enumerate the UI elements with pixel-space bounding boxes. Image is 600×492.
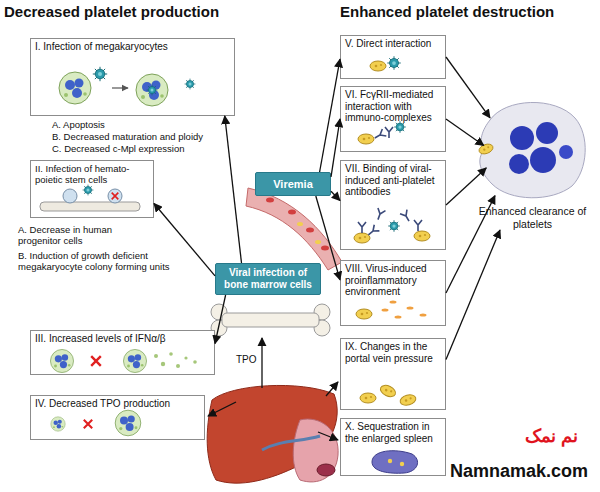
arrow-connector	[320, 59, 340, 172]
mechanism-box: VI. FcγRII-mediated interaction with imm…	[340, 86, 446, 152]
source-box: Viremia	[255, 172, 331, 196]
mechanism-box: IV. Decreased TPO production	[30, 395, 205, 440]
arrow-connector	[446, 168, 486, 205]
section-heading: Enhanced platelet destruction	[340, 3, 600, 21]
arrow-connector	[331, 119, 340, 177]
hormone-label: TPO	[236, 354, 266, 366]
liver	[207, 385, 338, 483]
node-text: V. Direct interaction	[345, 38, 441, 50]
watermark: Namnamak.com	[450, 461, 600, 483]
node-text: III. Increased levels of IFNα/β	[35, 333, 210, 345]
mechanism-box: I. Infection of megakaryocytes	[30, 38, 235, 116]
mechanism-box: X. Sequestration in the enlarged spleen	[340, 418, 446, 476]
arrow-connector	[446, 57, 490, 118]
sub-item: A. Apoptosis	[52, 119, 227, 130]
arrow-connector	[446, 196, 495, 293]
node-text: Viral infection of bone marrow cells	[219, 267, 317, 290]
spleen	[372, 451, 418, 474]
arrow-connector	[446, 119, 484, 146]
tpo-arrows	[208, 338, 338, 440]
arrow-connector	[331, 191, 340, 200]
macrophage	[478, 102, 586, 197]
node-text: I. Infection of megakaryocytes	[35, 41, 230, 53]
section-heading: Decreased platelet production	[4, 3, 304, 21]
sub-item: C. Decreased c-Mpl expression	[52, 143, 227, 154]
tpo-illustration	[51, 410, 141, 436]
source-box: Viral infection of bone marrow cells	[215, 263, 321, 295]
node-text: IX. Changes in the portal vein pressure	[345, 341, 441, 364]
megakaryocyte-infection	[59, 67, 195, 106]
stem-cell-infection	[40, 185, 140, 211]
arrow-connector	[225, 116, 242, 263]
mechanism-box: VII. Binding of viral-induced anti-plate…	[340, 160, 446, 250]
immuno-complex	[358, 121, 406, 144]
node-text: Viremia	[273, 178, 313, 191]
arrow-connector	[446, 230, 500, 360]
node-text: Enhanced clearance of platelets	[474, 205, 591, 230]
direct-interaction	[370, 56, 401, 71]
arrow-connector	[316, 196, 340, 280]
node-text: VI. FcγRII-mediated interaction with imm…	[345, 89, 441, 124]
macrophage-node: Enhanced clearance of platelets	[470, 98, 595, 230]
arrow-connector	[215, 295, 226, 344]
mechanism-box: III. Increased levels of IFNα/β	[30, 330, 215, 375]
node-text: IV. Decreased TPO production	[35, 398, 200, 410]
antiplatelet-antibodies	[354, 208, 430, 243]
bone	[211, 304, 330, 336]
node-text: VII. Binding of viral-induced anti-plate…	[345, 163, 441, 198]
sub-item: A. Decrease in human progenitor cells	[18, 224, 148, 247]
mechanism-box: II. Infection of hemato- poietic stem ce…	[30, 160, 154, 218]
sub-item: B. Decreased maturation and ploidy	[52, 131, 227, 142]
mechanism-box: V. Direct interaction	[340, 35, 446, 79]
mechanism-box: IX. Changes in the portal vein pressure	[340, 338, 446, 410]
sub-item: B. Induction of growth deficient megakar…	[18, 250, 178, 273]
watermark: نم نمک	[508, 426, 596, 448]
node-text: X. Sequestration in the enlarged spleen	[345, 421, 441, 444]
portal-pressure	[360, 383, 417, 407]
blood-vessel	[246, 188, 342, 270]
proinflammatory	[356, 300, 427, 319]
node-text: VIII. Virus-induced proinflammatory envi…	[345, 263, 441, 298]
mechanism-box: VIII. Virus-induced proinflammatory envi…	[340, 260, 446, 326]
interferon-illustration	[50, 349, 196, 372]
node-text: II. Infection of hemato- poietic stem ce…	[35, 163, 149, 185]
